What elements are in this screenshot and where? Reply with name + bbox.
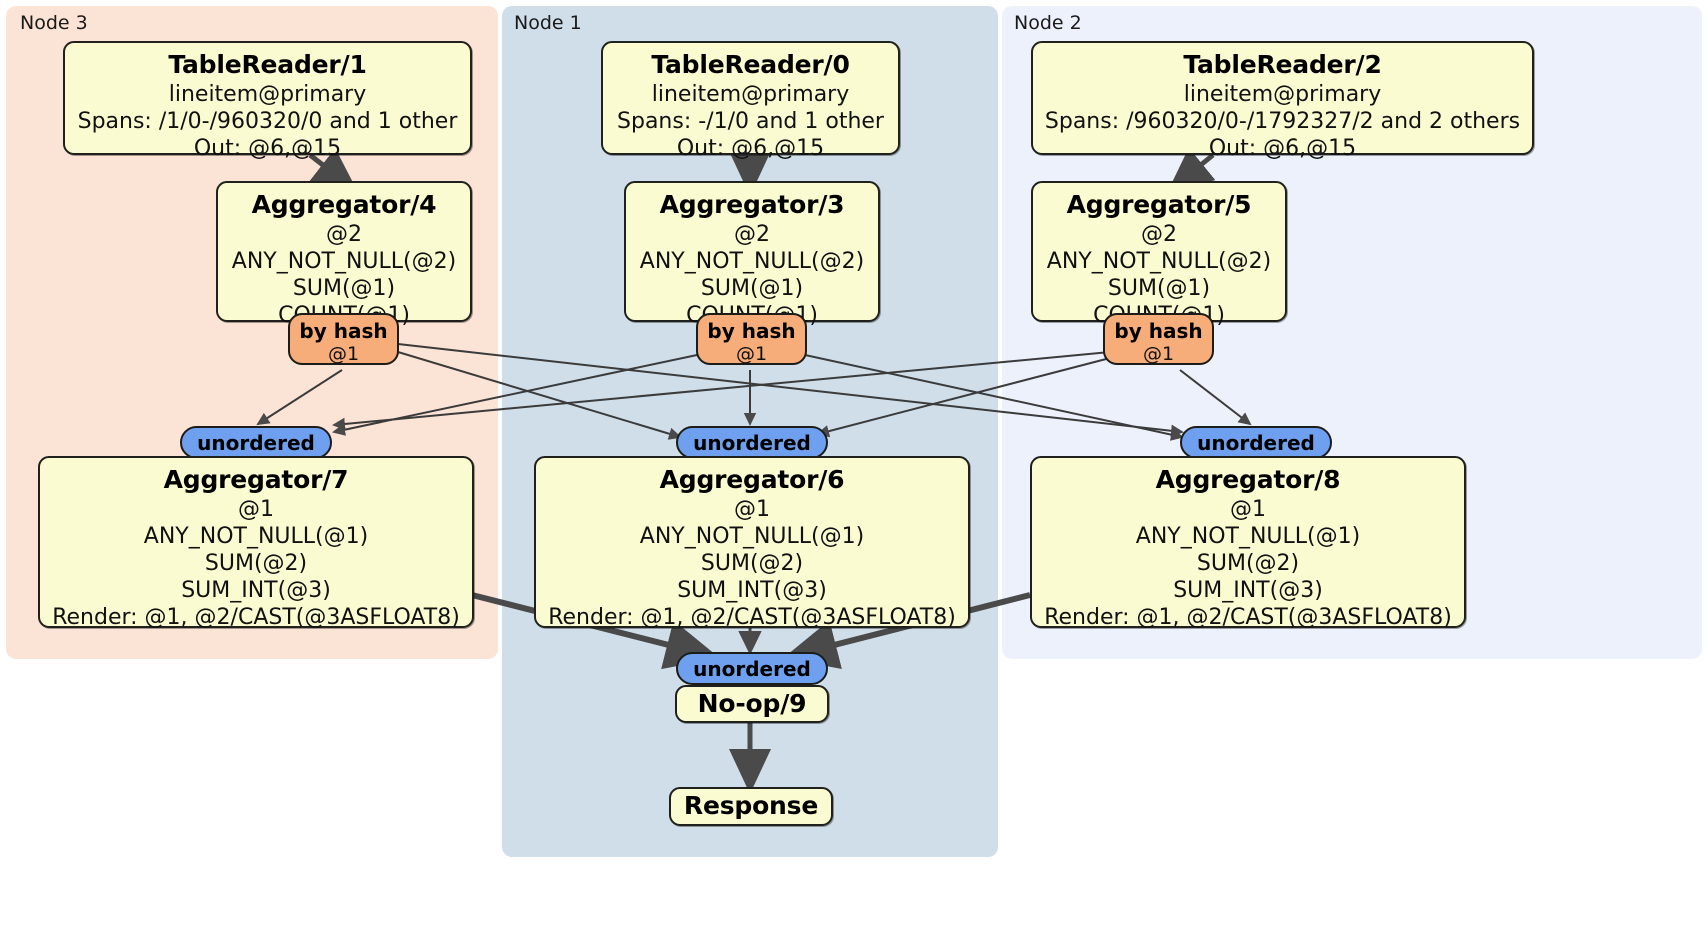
processor-line: Render: @1, @2/CAST(@3ASFLOAT8) (52, 605, 460, 630)
input-badge-unordered-right[interactable]: unordered (1180, 426, 1332, 459)
router-badge-by-hash-mid[interactable]: by hash @1 (696, 313, 807, 365)
processor-aggregator-3[interactable]: Aggregator/3 @2 ANY_NOT_NULL(@2) SUM(@1)… (624, 181, 880, 328)
processor-line: @2 (734, 222, 770, 247)
processor-title: TableReader/0 (651, 50, 850, 79)
processor-line: SUM_INT(@3) (1173, 578, 1323, 603)
input-label: unordered (1197, 431, 1315, 455)
input-badge-unordered-final[interactable]: unordered (676, 652, 828, 685)
router-sublabel: @1 (735, 343, 768, 365)
processor-aggregator-7[interactable]: Aggregator/7 @1 ANY_NOT_NULL(@1) SUM(@2)… (38, 456, 474, 630)
processor-line: Render: @1, @2/CAST(@3ASFLOAT8) (1044, 605, 1452, 630)
input-badge-unordered-mid[interactable]: unordered (676, 426, 828, 459)
processor-line: SUM_INT(@3) (181, 578, 331, 603)
input-label: unordered (693, 657, 811, 681)
processor-tablereader-2[interactable]: TableReader/2 lineitem@primary Spans: /9… (1031, 41, 1534, 161)
processor-line: Out: @6,@15 (1208, 136, 1357, 161)
processor-line: SUM(@1) (700, 276, 804, 301)
router-label: by hash (1114, 319, 1203, 343)
router-label: by hash (299, 319, 388, 343)
processor-line: ANY_NOT_NULL(@2) (231, 249, 457, 274)
processor-aggregator-6[interactable]: Aggregator/6 @1 ANY_NOT_NULL(@1) SUM(@2)… (534, 456, 970, 630)
processor-title: Response (683, 791, 819, 820)
processor-line: ANY_NOT_NULL(@1) (143, 524, 369, 549)
processor-line: SUM(@2) (1196, 551, 1300, 576)
processor-title: TableReader/2 (1183, 50, 1382, 79)
processor-title: Aggregator/8 (1155, 465, 1341, 494)
processor-title: Aggregator/3 (659, 190, 845, 219)
processor-line: Out: @6,@15 (676, 136, 825, 161)
processor-line: Spans: /960320/0-/1792327/2 and 2 others (1044, 109, 1521, 134)
processor-line: Spans: -/1/0 and 1 other (617, 109, 884, 134)
processor-line: Out: @6,@15 (193, 136, 342, 161)
processor-line: SUM(@2) (204, 551, 308, 576)
processor-line: ANY_NOT_NULL(@1) (639, 524, 865, 549)
router-badge-by-hash-right[interactable]: by hash @1 (1103, 313, 1214, 365)
processor-aggregator-4[interactable]: Aggregator/4 @2 ANY_NOT_NULL(@2) SUM(@1)… (216, 181, 472, 328)
processor-title: TableReader/1 (168, 50, 367, 79)
router-sublabel: @1 (1142, 343, 1175, 365)
processor-line: ANY_NOT_NULL(@2) (1046, 249, 1272, 274)
processor-noop-9[interactable]: No-op/9 (675, 685, 829, 723)
processor-line: @2 (1141, 222, 1177, 247)
processor-line: SUM_INT(@3) (677, 578, 827, 603)
processor-title: Aggregator/5 (1066, 190, 1252, 219)
processor-title: No-op/9 (697, 689, 807, 718)
node-label-node2: Node 2 (1014, 12, 1082, 34)
node-label-node1: Node 1 (514, 12, 582, 34)
processor-line: lineitem@primary (168, 82, 367, 107)
node-label-node3: Node 3 (20, 12, 88, 34)
processor-title: Aggregator/6 (659, 465, 845, 494)
processor-line: Spans: /1/0-/960320/0 and 1 other (77, 109, 458, 134)
router-sublabel: @1 (327, 343, 360, 365)
processor-line: ANY_NOT_NULL(@1) (1135, 524, 1361, 549)
input-label: unordered (693, 431, 811, 455)
processor-line: @1 (734, 497, 770, 522)
processor-response[interactable]: Response (669, 787, 833, 826)
processor-line: lineitem@primary (651, 82, 850, 107)
processor-line: @1 (1230, 497, 1266, 522)
processor-title: Aggregator/4 (251, 190, 437, 219)
processor-line: SUM(@2) (700, 551, 804, 576)
input-badge-unordered-left[interactable]: unordered (180, 426, 332, 459)
processor-line: @1 (238, 497, 274, 522)
processor-line: lineitem@primary (1183, 82, 1382, 107)
processor-line: SUM(@1) (1107, 276, 1211, 301)
processor-tablereader-0[interactable]: TableReader/0 lineitem@primary Spans: -/… (601, 41, 900, 161)
processor-aggregator-8[interactable]: Aggregator/8 @1 ANY_NOT_NULL(@1) SUM(@2)… (1030, 456, 1466, 630)
processor-aggregator-5[interactable]: Aggregator/5 @2 ANY_NOT_NULL(@2) SUM(@1)… (1031, 181, 1287, 328)
router-label: by hash (707, 319, 796, 343)
processor-line: @2 (326, 222, 362, 247)
router-badge-by-hash-left[interactable]: by hash @1 (288, 313, 399, 365)
input-label: unordered (197, 431, 315, 455)
processor-line: ANY_NOT_NULL(@2) (639, 249, 865, 274)
processor-line: SUM(@1) (292, 276, 396, 301)
processor-line: Render: @1, @2/CAST(@3ASFLOAT8) (548, 605, 956, 630)
processor-title: Aggregator/7 (163, 465, 349, 494)
processor-tablereader-1[interactable]: TableReader/1 lineitem@primary Spans: /1… (63, 41, 472, 161)
